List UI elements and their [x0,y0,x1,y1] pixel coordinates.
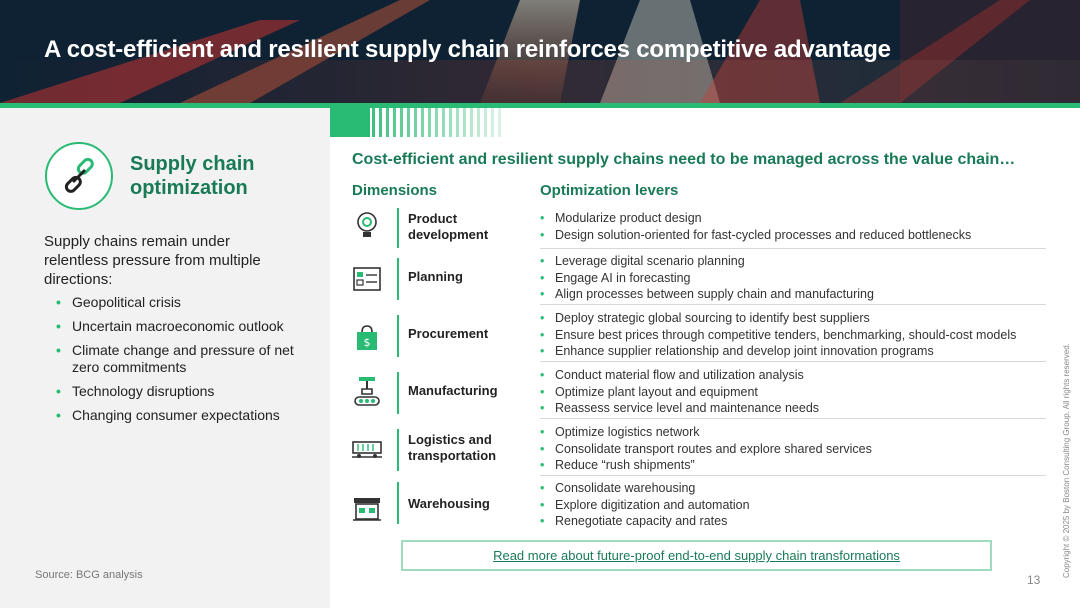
list-item: Design solution-oriented for fast-cycled… [540,227,971,244]
page-number: 13 [1027,573,1041,587]
warehouse-icon [352,494,382,524]
intro-text: Supply chains remain under relentless pr… [44,233,261,288]
pressure-list: Geopolitical crisis Uncertain macroecono… [56,294,306,431]
read-more-link[interactable]: Read more about future-proof end-to-end … [401,540,992,571]
lever-list: Modularize product design Design solutio… [540,210,971,243]
column-header-dimensions: Dimensions [352,182,438,199]
column-header-levers: Optimization levers [540,182,679,199]
lever-list: Optimize logistics network Consolidate t… [540,424,872,474]
list-item: Conduct material flow and utilization an… [540,367,819,384]
dimension-label: Warehousing [408,496,490,511]
dimension-label: Product development [408,211,489,242]
dimension-row-manufacturing: Manufacturing Conduct material flow and … [352,366,1046,420]
planning-board-icon [352,264,382,294]
dimension-label: Planning [408,269,463,284]
copyright-notice: Copyright © 2025 by Boston Consulting Gr… [1062,343,1071,578]
dimension-row-planning: Planning Leverage digital scenario plann… [352,252,1046,306]
shopping-bag-dollar-icon: $ [352,323,382,353]
list-item: Climate change and pressure of net zero … [56,342,306,376]
lever-list: Deploy strategic global sourcing to iden… [540,310,1016,360]
list-item: Renegotiate capacity and rates [540,513,750,530]
list-item: Ensure best prices through competitive t… [540,327,1016,344]
source-note: Source: BCG analysis [35,569,143,581]
list-item: Explore digitization and automation [540,497,750,514]
list-item: Enhance supplier relationship and develo… [540,343,1016,360]
decorative-stripes [330,108,505,137]
chain-link-icon [45,142,113,210]
list-item: Uncertain macroeconomic outlook [56,318,306,335]
list-item: Consolidate transport routes and explore… [540,441,872,458]
dimension-label: Logistics and transportation [408,432,497,463]
header-banner: A cost-efficient and resilient supply ch… [0,0,1080,103]
list-item: Optimize plant layout and equipment [540,384,819,401]
lever-list: Leverage digital scenario planning Engag… [540,253,874,303]
list-item: Consolidate warehousing [540,480,750,497]
list-item: Geopolitical crisis [56,294,306,311]
dimension-label: Procurement [408,326,489,341]
dimension-row-warehousing: Warehousing Consolidate warehousing Expl… [352,480,1046,534]
list-item: Changing consumer expectations [56,407,306,424]
dimension-row-product-development: Product development Modularize product d… [352,208,1046,250]
list-item: Align processes between supply chain and… [540,286,874,303]
list-item: Reduce “rush shipments” [540,457,872,474]
freight-wagon-icon [352,435,382,465]
header-rule [0,103,1080,108]
robot-arm-conveyor-icon [352,376,382,406]
lightbulb-gear-icon [352,210,382,240]
svg-text:$: $ [364,336,371,349]
page-title: A cost-efficient and resilient supply ch… [44,36,891,63]
section-title: Supply chain optimization [130,153,255,199]
list-item: Reassess service level and maintenance n… [540,400,819,417]
dimension-label: Manufacturing [408,383,498,398]
lever-list: Conduct material flow and utilization an… [540,367,819,417]
lever-list: Consolidate warehousing Explore digitiza… [540,480,750,530]
list-item: Modularize product design [540,210,971,227]
list-item: Technology disruptions [56,383,306,400]
dimension-row-procurement: $ Procurement Deploy strategic global so… [352,309,1046,363]
list-item: Leverage digital scenario planning [540,253,874,270]
light-trails-image [0,0,1080,103]
list-item: Optimize logistics network [540,424,872,441]
list-item: Deploy strategic global sourcing to iden… [540,310,1016,327]
list-item: Engage AI in forecasting [540,270,874,287]
dimension-row-logistics: Logistics and transportation Optimize lo… [352,423,1046,477]
right-heading: Cost-efficient and resilient supply chai… [352,151,1016,168]
